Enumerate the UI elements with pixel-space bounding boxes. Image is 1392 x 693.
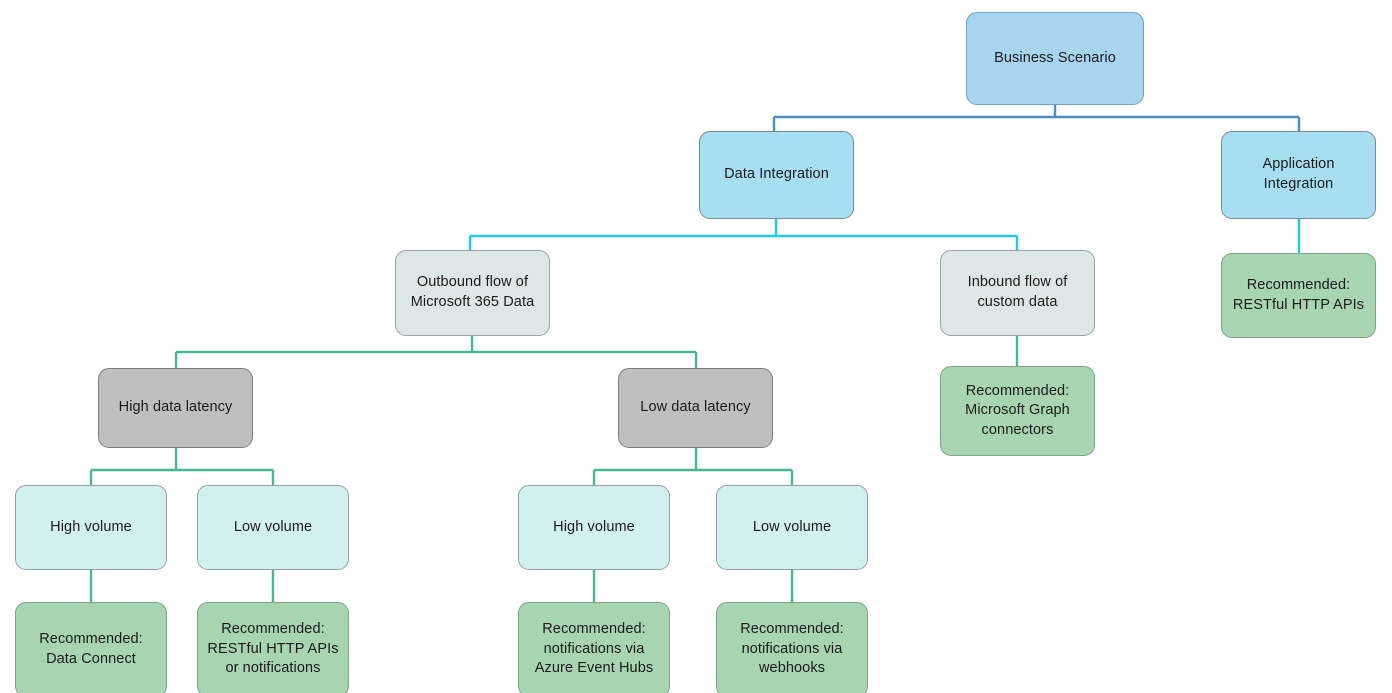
node-label-high-volume-a: High volume <box>50 518 132 535</box>
node-label-rec-graph-connectors: Recommended: Microsoft Graph connectors <box>965 382 1070 438</box>
node-rec-webhooks[interactable]: Recommended: notifications via webhooks <box>716 602 868 693</box>
node-low-volume-a[interactable]: Low volume <box>197 485 349 570</box>
edge-scenario-to-integrations <box>772 105 1301 131</box>
node-label-rec-azure-event-hubs: Recommended: notifications via Azure Eve… <box>534 621 654 677</box>
node-label-high-data-latency: High data latency <box>118 399 233 416</box>
node-inbound-flow[interactable]: Inbound flow of custom data <box>940 250 1095 336</box>
node-rec-graph-connectors[interactable]: Recommended: Microsoft Graph connectors <box>940 366 1095 456</box>
edge-dataint-to-flows <box>468 219 1019 250</box>
node-label-low-data-latency: Low data latency <box>640 399 751 416</box>
edge-outbound-to-latency <box>174 336 698 368</box>
node-label-low-volume-b: Low volume <box>752 518 832 535</box>
node-label-business-scenario: Business Scenario <box>994 49 1116 66</box>
node-low-volume-b[interactable]: Low volume <box>716 485 868 570</box>
node-label-low-volume-a: Low volume <box>233 518 313 535</box>
edge-highlatency-to-volumes <box>89 448 275 485</box>
node-label-rec-restful-or-notif: Recommended: RESTful HTTP APIs or notifi… <box>207 621 339 677</box>
edge-lowlatency-to-volumes <box>592 448 794 485</box>
node-high-volume-b[interactable]: High volume <box>518 485 670 570</box>
node-label-rec-webhooks: Recommended: notifications via webhooks <box>740 621 844 677</box>
node-business-scenario[interactable]: Business Scenario <box>966 12 1144 105</box>
node-outbound-flow[interactable]: Outbound flow of Microsoft 365 Data <box>395 250 550 336</box>
node-low-data-latency[interactable]: Low data latency <box>618 368 773 448</box>
node-data-integration[interactable]: Data Integration <box>699 131 854 219</box>
node-high-volume-a[interactable]: High volume <box>15 485 167 570</box>
node-rec-restful-app[interactable]: Recommended: RESTful HTTP APIs <box>1221 253 1376 338</box>
node-rec-restful-or-notif[interactable]: Recommended: RESTful HTTP APIs or notifi… <box>197 602 349 693</box>
node-label-outbound-flow: Outbound flow of Microsoft 365 Data <box>410 274 535 310</box>
node-label-data-integration: Data Integration <box>724 166 829 183</box>
node-label-application-integration: Application Integration <box>1262 156 1335 192</box>
node-label-inbound-flow: Inbound flow of custom data <box>967 274 1068 310</box>
node-high-data-latency[interactable]: High data latency <box>98 368 253 448</box>
node-rec-azure-event-hubs[interactable]: Recommended: notifications via Azure Eve… <box>518 602 670 693</box>
node-label-rec-data-connect: Recommended: Data Connect <box>39 630 143 667</box>
node-label-high-volume-b: High volume <box>553 518 635 535</box>
node-rec-data-connect[interactable]: Recommended: Data Connect <box>15 602 167 693</box>
node-label-rec-restful-app: Recommended: RESTful HTTP APIs <box>1232 276 1365 313</box>
node-application-integration[interactable]: Application Integration <box>1221 131 1376 219</box>
